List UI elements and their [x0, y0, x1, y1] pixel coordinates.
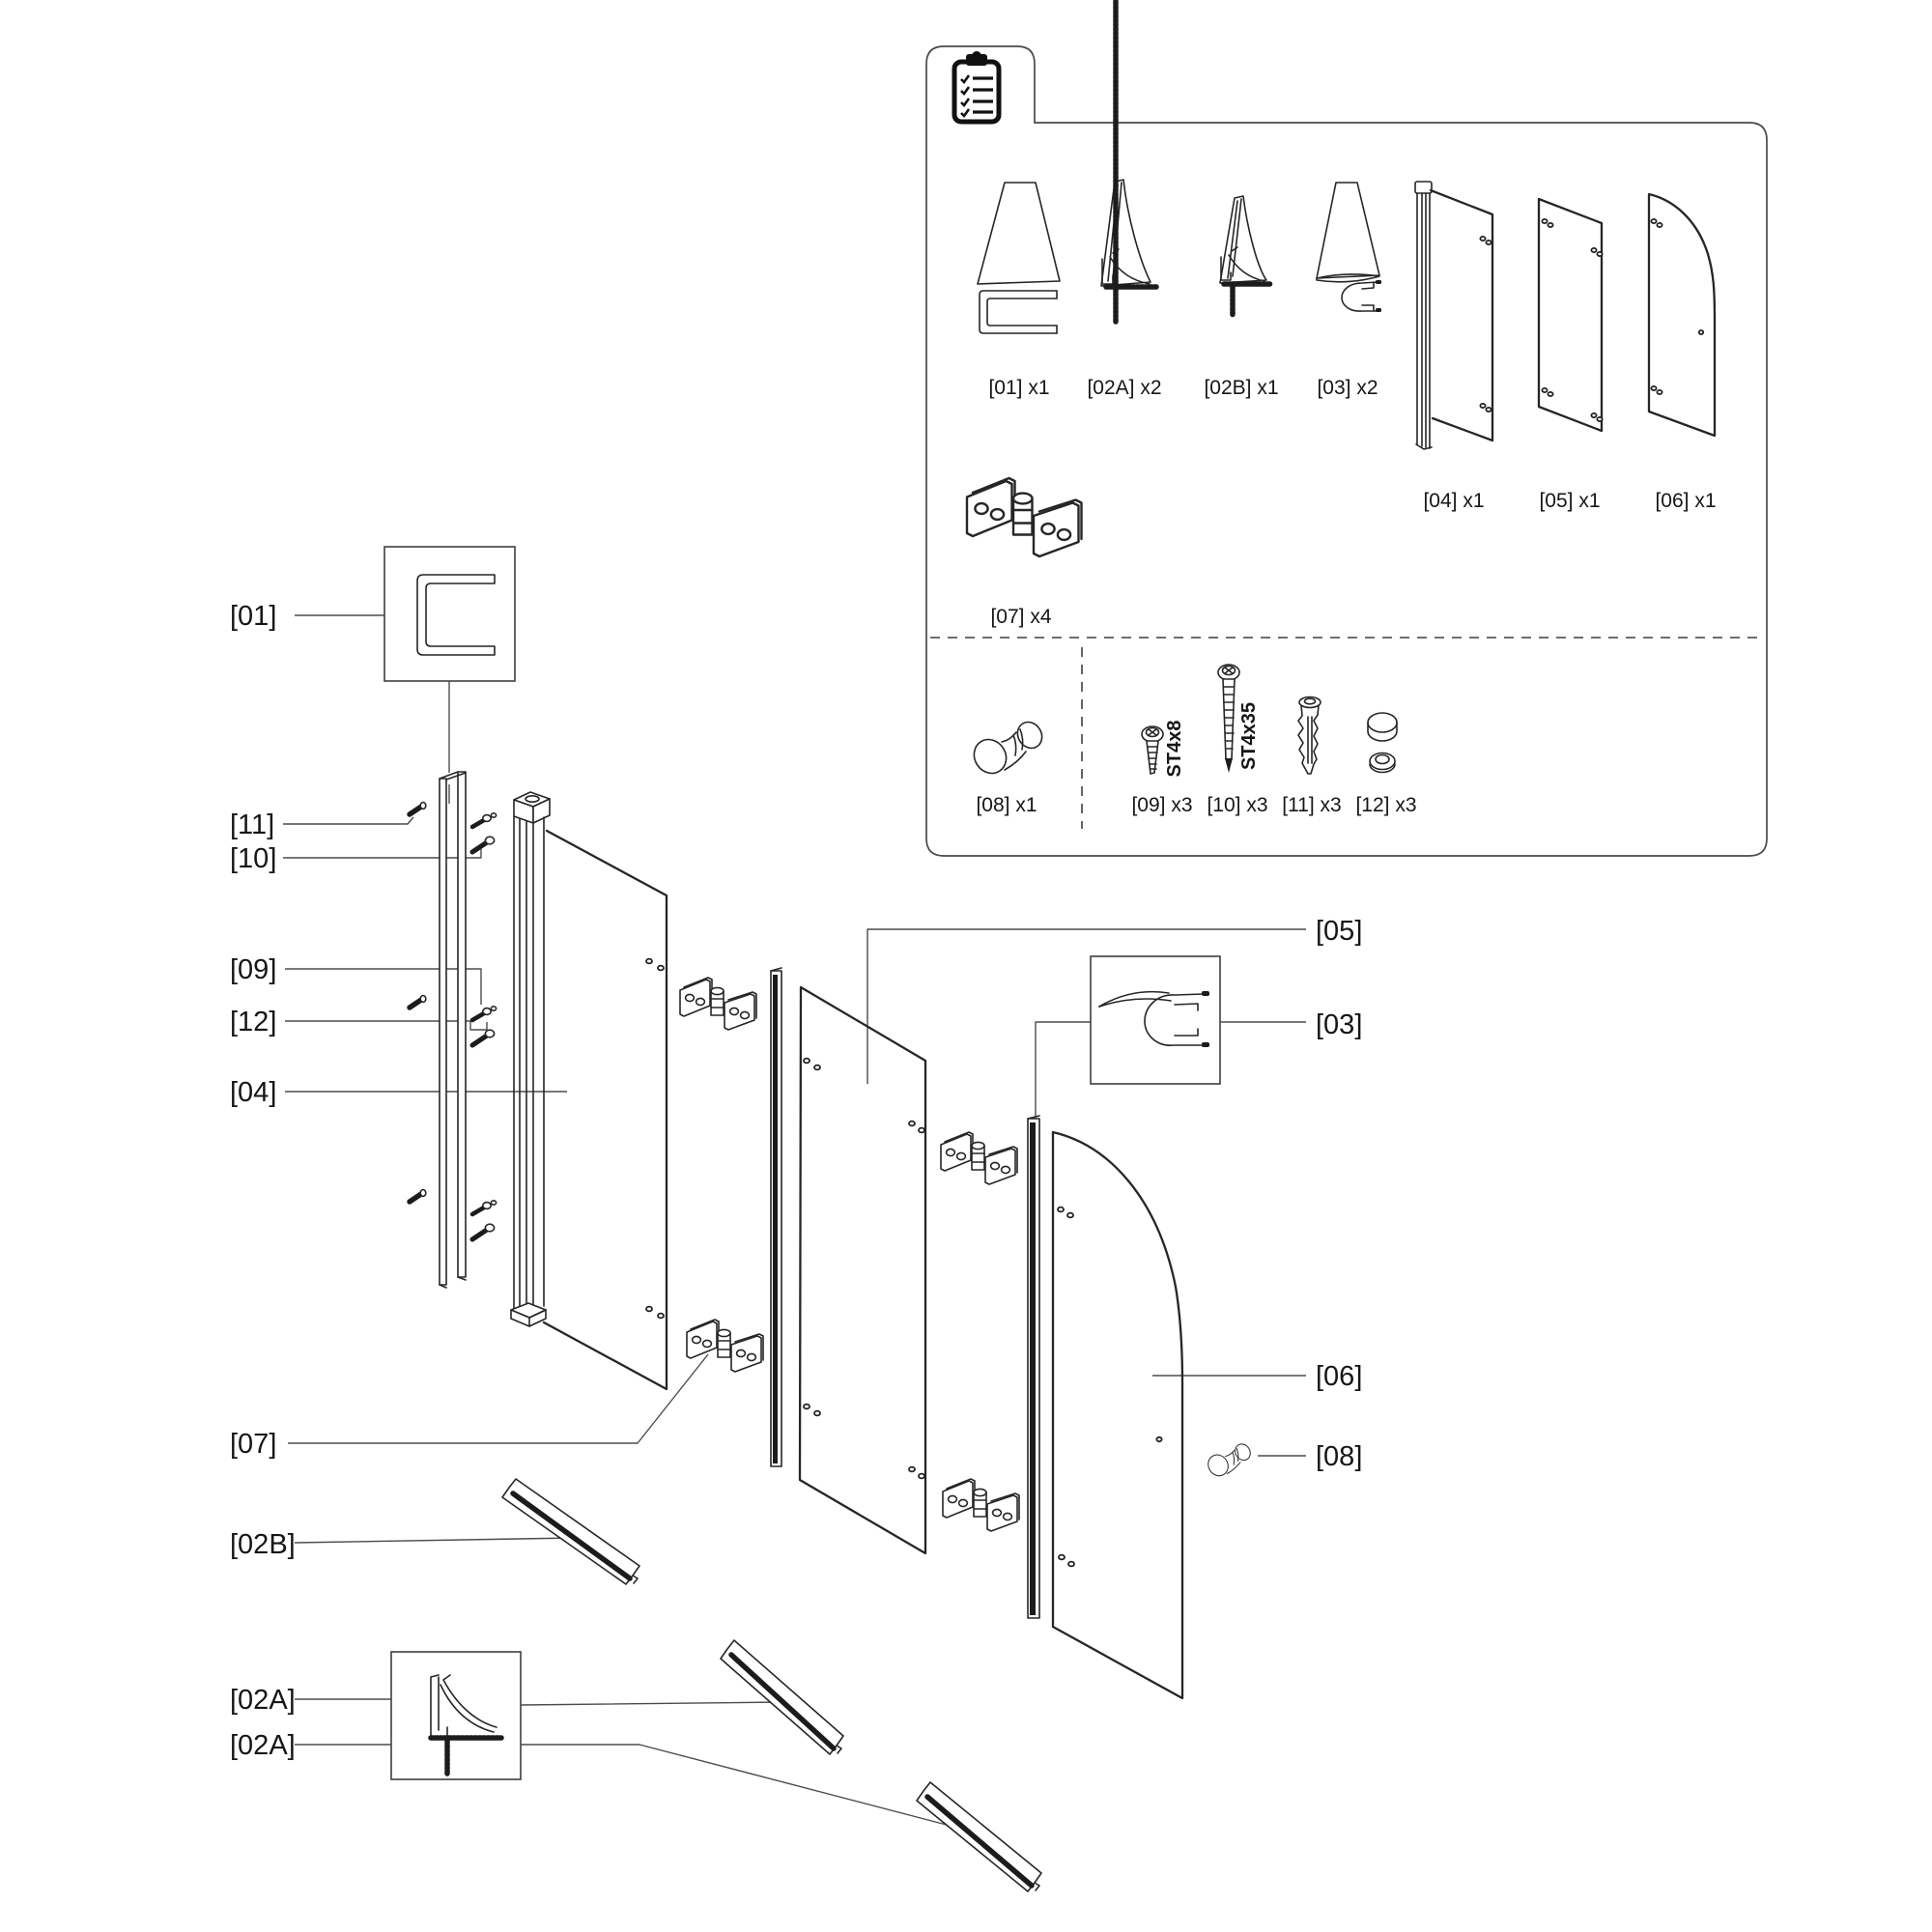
detail-box-03 [1090, 955, 1221, 1085]
parts-list-box: [01] x1 [02A] x2 [02B] x1 [03] x2 [04] x… [925, 0, 1768, 857]
part-thumb-03 [1316, 182, 1381, 312]
part-thumb-04 [1414, 181, 1494, 450]
callout-09: [09] [230, 954, 276, 985]
part-thumb-11-plug [1297, 696, 1321, 775]
callout-02b: [02B] [230, 1529, 296, 1560]
part-thumb-02a [1100, 0, 1159, 325]
part-label-03: [03] x2 [1317, 377, 1378, 399]
bottom-seal-02a-right [916, 1781, 1042, 1892]
callout-05: [05] [1316, 916, 1362, 947]
part-label-07: [07] x4 [990, 606, 1051, 628]
part-label-02a: [02A] x2 [1087, 377, 1161, 399]
door-panel-04 [510, 791, 668, 1391]
part-label-11: [11] x3 [1282, 794, 1341, 816]
callout-07: [07] [230, 1429, 276, 1460]
callout-12: [12] [230, 1007, 276, 1037]
door-panel-06 [1051, 1130, 1184, 1700]
part-thumb-12-cap [1367, 712, 1398, 774]
wall-profile-01 [439, 771, 467, 1289]
part-thumb-01 [977, 182, 1061, 334]
part-label-01: [01] x1 [988, 377, 1049, 399]
part-thumb-09-screw [1141, 725, 1164, 775]
hinge-07-lower-left [686, 1319, 764, 1373]
parts-box-outline [925, 45, 1768, 857]
part-thumb-06 [1647, 192, 1717, 438]
hinge-07-lower-right [942, 1478, 1020, 1532]
knob-08 [1204, 1440, 1254, 1481]
callout-labels: [01] [11] [10] [09] [12] [04] [07] [02B]… [230, 601, 1362, 1761]
bottom-seal-02a-middle [720, 1639, 844, 1755]
detail-box-02a [390, 1651, 522, 1780]
seal-strip-right [1027, 1115, 1040, 1619]
part-label-10: [10] x3 [1207, 794, 1267, 816]
seal-strip-left [770, 967, 782, 1467]
bottom-rail-02b [501, 1478, 640, 1585]
hinge-07-upper-right [940, 1131, 1018, 1185]
part-label-06: [06] x1 [1655, 490, 1716, 512]
part-thumb-05 [1537, 197, 1604, 433]
fixing-cluster-top [410, 803, 497, 852]
checklist-icon [952, 51, 1002, 125]
callout-10: [10] [230, 843, 276, 874]
callout-06: [06] [1316, 1361, 1362, 1392]
part-label-05: [05] x1 [1539, 490, 1600, 512]
part-label-08: [08] x1 [976, 794, 1037, 816]
screw-size-st4x35: ST4x35 [1238, 702, 1260, 770]
part-label-09: [09] x3 [1131, 794, 1192, 816]
part-label-04: [04] x1 [1423, 490, 1484, 512]
callout-03: [03] [1316, 1009, 1362, 1040]
part-label-12: [12] x3 [1355, 794, 1416, 816]
callout-01: [01] [230, 601, 276, 632]
hinge-07-upper-left [679, 977, 757, 1031]
callout-02a-2: [02A] [230, 1730, 296, 1761]
part-label-02b: [02B] x1 [1204, 377, 1278, 399]
callout-04: [04] [230, 1077, 276, 1108]
callout-11: [11] [230, 810, 274, 840]
fixing-cluster-bottom [410, 1190, 497, 1239]
callout-08: [08] [1316, 1441, 1362, 1472]
door-panel-05 [798, 985, 927, 1555]
part-thumb-02b [1219, 195, 1273, 318]
exploded-assembly: [01] [11] [10] [09] [12] [04] [07] [02B]… [230, 546, 1362, 1892]
part-thumb-10-screw [1217, 664, 1240, 773]
detail-box-01 [384, 546, 516, 682]
screw-size-st4x8: ST4x8 [1164, 721, 1185, 778]
callout-02a-1: [02A] [230, 1685, 296, 1716]
